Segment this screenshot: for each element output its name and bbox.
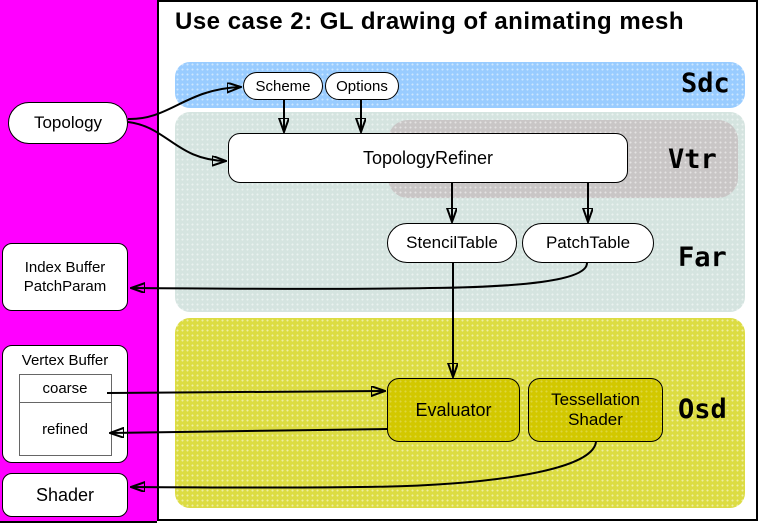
node-index-buffer-patchparam: Index Buffer PatchParam: [2, 243, 128, 311]
vertex-buffer-cell-coarse: coarse: [42, 380, 88, 397]
vertex-buffer-title: Vertex Buffer: [21, 352, 109, 369]
tessellation-shader-line1: Tessellation: [551, 390, 640, 409]
node-evaluator: Evaluator: [387, 378, 520, 442]
tessellation-shader-line2: Shader: [568, 410, 623, 429]
node-shader: Shader: [2, 473, 128, 517]
index-buffer-line1: Index Buffer: [24, 259, 106, 276]
node-tessellation-shader: Tessellation Shader: [528, 378, 663, 442]
diagram-title: Use case 2: GL drawing of animating mesh: [175, 8, 685, 35]
region-label-vtr: Vtr: [668, 144, 717, 175]
node-topology: Topology: [8, 102, 128, 144]
index-buffer-line2: PatchParam: [23, 278, 107, 295]
node-options: Options: [325, 72, 399, 100]
node-stencil-table: StencilTable: [387, 223, 517, 263]
node-scheme: Scheme: [243, 72, 323, 100]
vertex-buffer-table: coarse refined: [18, 374, 112, 456]
node-vertex-buffer: Vertex Buffer coarse refined: [2, 345, 128, 463]
node-patch-table: PatchTable: [522, 223, 654, 263]
node-topology-refiner: TopologyRefiner: [228, 133, 628, 183]
region-label-osd: Osd: [678, 394, 727, 425]
vertex-buffer-cell-refined: refined: [19, 402, 111, 455]
region-label-sdc: Sdc: [681, 68, 730, 99]
region-label-far: Far: [678, 242, 727, 273]
